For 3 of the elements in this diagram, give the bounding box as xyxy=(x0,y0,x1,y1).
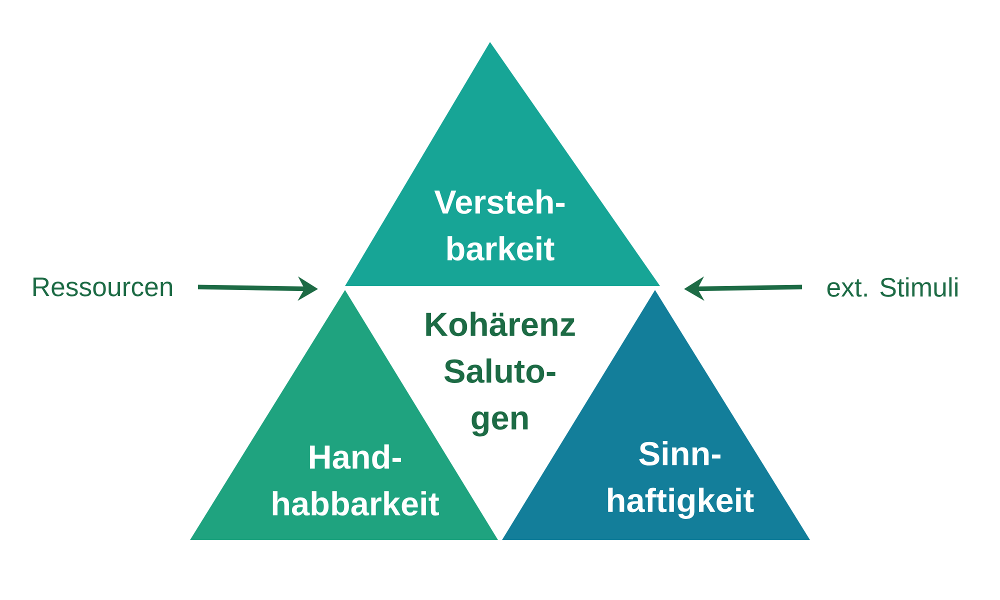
side-label: Ressourcen xyxy=(33,278,172,296)
triangle: Versteh- barkeit xyxy=(345,42,660,286)
side-label: ext. Stimuli xyxy=(827,277,958,297)
